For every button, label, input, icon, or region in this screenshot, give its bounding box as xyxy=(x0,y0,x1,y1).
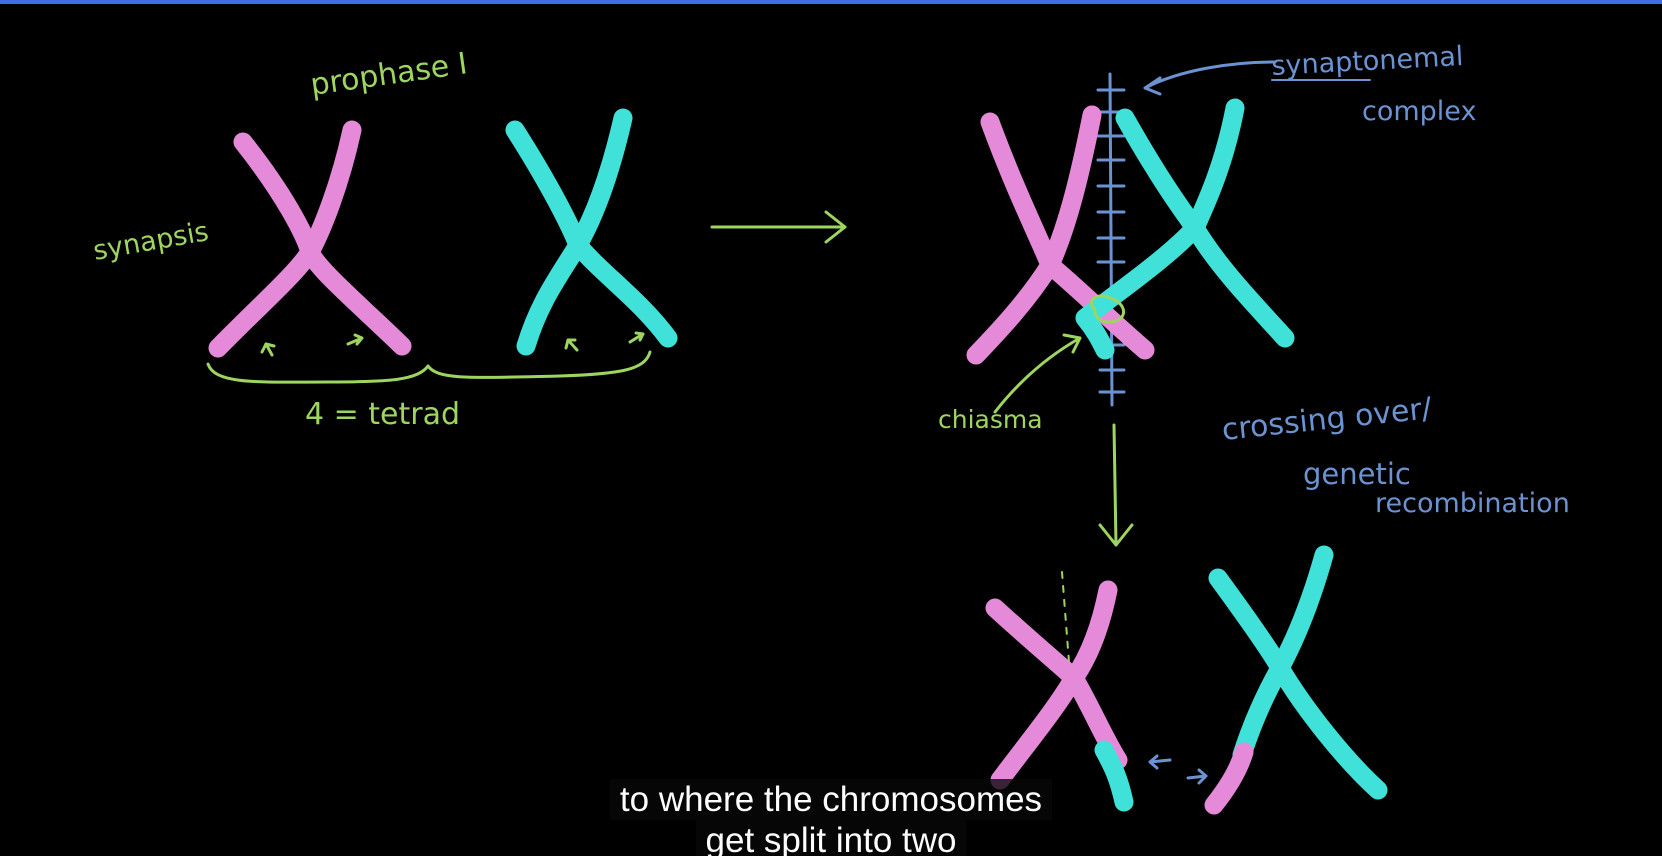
genetic-label: genetic xyxy=(1303,457,1411,491)
exchange-arrows xyxy=(1148,754,1208,785)
crossing-over-label: crossing over/ xyxy=(1220,391,1434,448)
small-arrows-left xyxy=(260,331,645,357)
chiasma-circle xyxy=(1089,294,1126,324)
cyan-chromosome-left xyxy=(505,108,678,356)
down-arrow xyxy=(1098,423,1134,547)
complex-label: complex xyxy=(1362,96,1476,127)
cyan-chromosome-recombined xyxy=(1204,545,1388,815)
recombination-label: recombination xyxy=(1375,488,1570,519)
synapsis-label: synapsis xyxy=(91,216,211,267)
chiasma-pointer xyxy=(993,333,1082,414)
pink-chromosome-recombined xyxy=(985,580,1134,812)
synaptonemal-pointer xyxy=(1143,60,1277,96)
tetrad-brace xyxy=(206,350,652,384)
caption-line-2: get split into two xyxy=(695,820,967,856)
prophase-label: prophase I xyxy=(308,46,469,103)
chiasma-label: chiasma xyxy=(938,405,1043,434)
tetrad-label: 4 = tetrad xyxy=(305,397,460,432)
video-progress-bar[interactable] xyxy=(0,0,1662,4)
pink-chromosome-left xyxy=(208,120,412,358)
right-arrow xyxy=(710,210,847,244)
dashed-guide xyxy=(1061,571,1071,676)
subtitle-caption: to where the chromosomes get split into … xyxy=(0,779,1662,856)
synaptonemal-label: synaptonemal xyxy=(1271,41,1464,82)
cyan-chromosome-synapsed xyxy=(1075,98,1295,360)
caption-line-1: to where the chromosomes xyxy=(609,779,1053,820)
